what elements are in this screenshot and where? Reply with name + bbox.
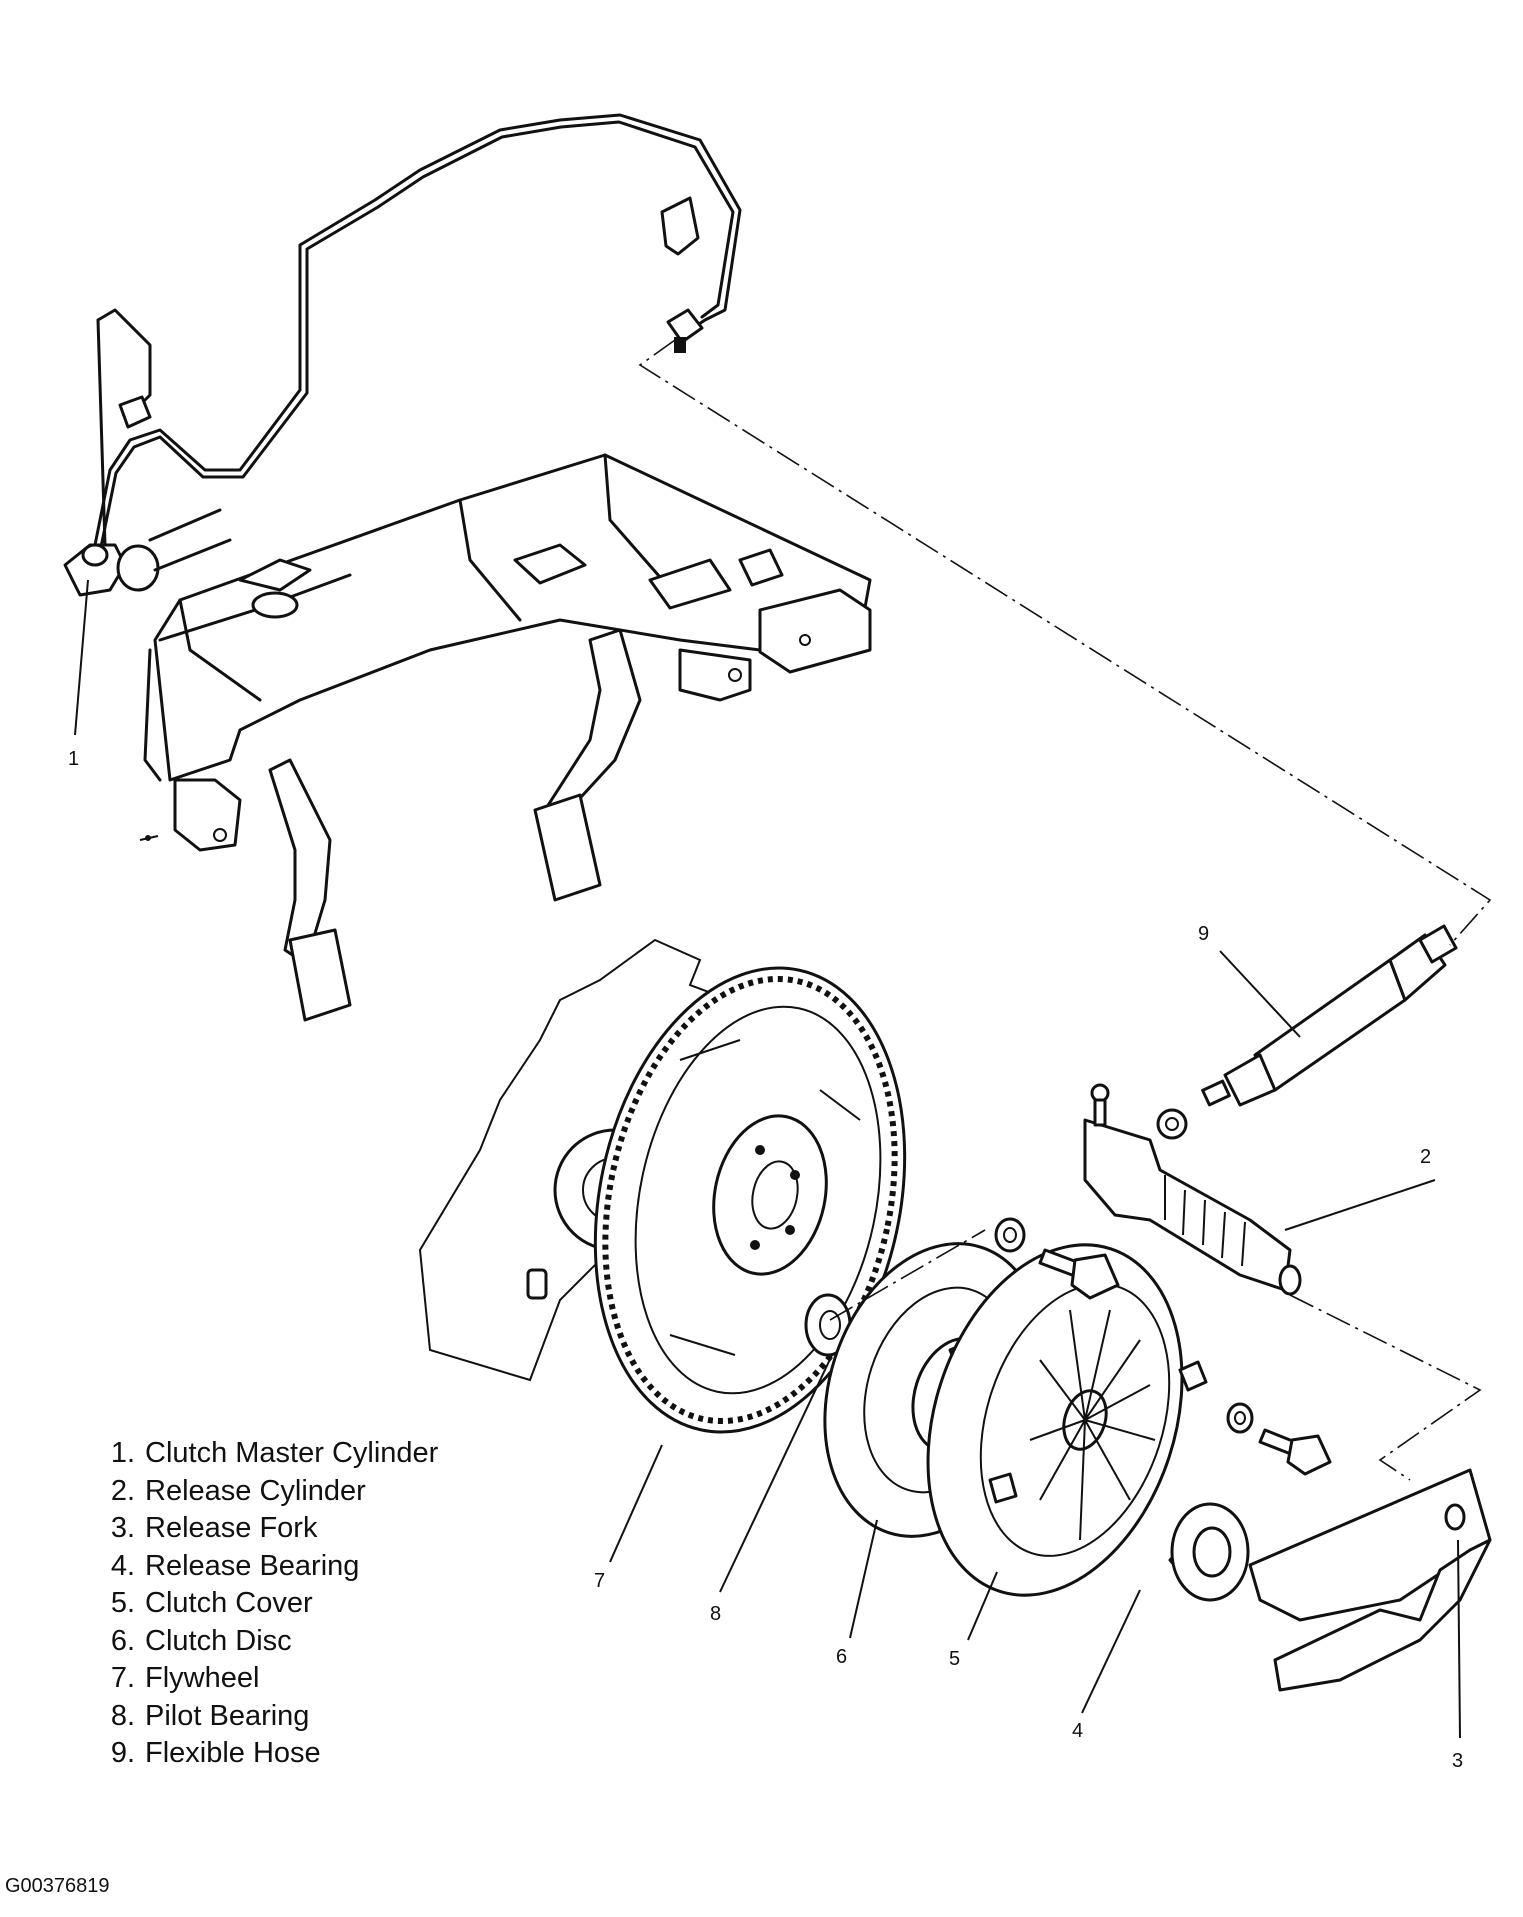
callout-2: 2: [1420, 1146, 1431, 1168]
figure-id: G00376819: [5, 1875, 110, 1897]
legend-label: Clutch Cover: [145, 1587, 313, 1619]
legend-label: Flexible Hose: [145, 1737, 321, 1769]
release-bearing: [1168, 1502, 1250, 1602]
legend-item: 4. Release Bearing: [85, 1548, 545, 1586]
leader-lines: [74, 579, 1461, 1739]
release-fork: [1248, 1468, 1492, 1692]
legend-label: Flywheel: [145, 1662, 260, 1694]
legend-label: Pilot Bearing: [145, 1699, 310, 1732]
legend-number: 6.: [110, 1624, 135, 1657]
legend-item: 3. Release Fork: [85, 1510, 545, 1548]
release-cylinder: [1083, 1083, 1302, 1296]
clutch-cover: [926, 1243, 1208, 1597]
pilot-bearing: [804, 1293, 852, 1357]
legend-label: Clutch Master Cylinder: [145, 1437, 439, 1469]
legend-number: 5.: [110, 1587, 135, 1619]
hydraulic-pipe: [93, 113, 742, 549]
legend-number: 7.: [110, 1662, 135, 1694]
callout-7: 7: [594, 1570, 605, 1592]
bolts-and-washers: [994, 1108, 1332, 1476]
callout-9: 9: [1198, 923, 1209, 945]
legend-label: Release Cylinder: [145, 1474, 366, 1507]
legend-item: 2. Release Cylinder: [85, 1473, 545, 1511]
legend-item: 1. Clutch Master Cylinder: [85, 1435, 545, 1473]
routing-lines: [638, 339, 1492, 1481]
legend-item: 8. Pilot Bearing: [85, 1698, 545, 1736]
legend-number: 8.: [110, 1699, 135, 1732]
legend-label: Release Bearing: [145, 1549, 360, 1582]
legend-number: 2.: [110, 1474, 135, 1507]
legend-item: 7. Flywheel: [85, 1660, 545, 1698]
legend-number: 1.: [110, 1437, 135, 1469]
callout-8: 8: [710, 1603, 721, 1625]
legend-item: 9. Flexible Hose: [85, 1735, 545, 1773]
parts-legend: 1. Clutch Master Cylinder 2. Release Cylin…: [85, 1435, 545, 1773]
legend-label: Clutch Disc: [145, 1624, 292, 1657]
legend-item: 5. Clutch Cover: [85, 1585, 545, 1623]
legend-item: 6. Clutch Disc: [85, 1623, 545, 1661]
legend-number: 4.: [110, 1549, 135, 1582]
callout-1: 1: [68, 748, 79, 770]
legend-number: 9.: [110, 1737, 135, 1769]
callout-6: 6: [836, 1646, 847, 1668]
legend-number: 3.: [110, 1512, 135, 1544]
callout-4: 4: [1072, 1720, 1083, 1742]
callout-numbers: 1 2 3 4 5 6 7 8 9: [68, 748, 1463, 1772]
pedal-bracket: [63, 453, 872, 1022]
legend-label: Release Fork: [145, 1512, 318, 1544]
callout-5: 5: [949, 1648, 960, 1670]
flexible-hose: [1201, 924, 1458, 1107]
clutch-pedal-pad: [288, 928, 352, 1022]
callout-3: 3: [1452, 1750, 1463, 1772]
brake-pedal-pad: [533, 793, 602, 902]
